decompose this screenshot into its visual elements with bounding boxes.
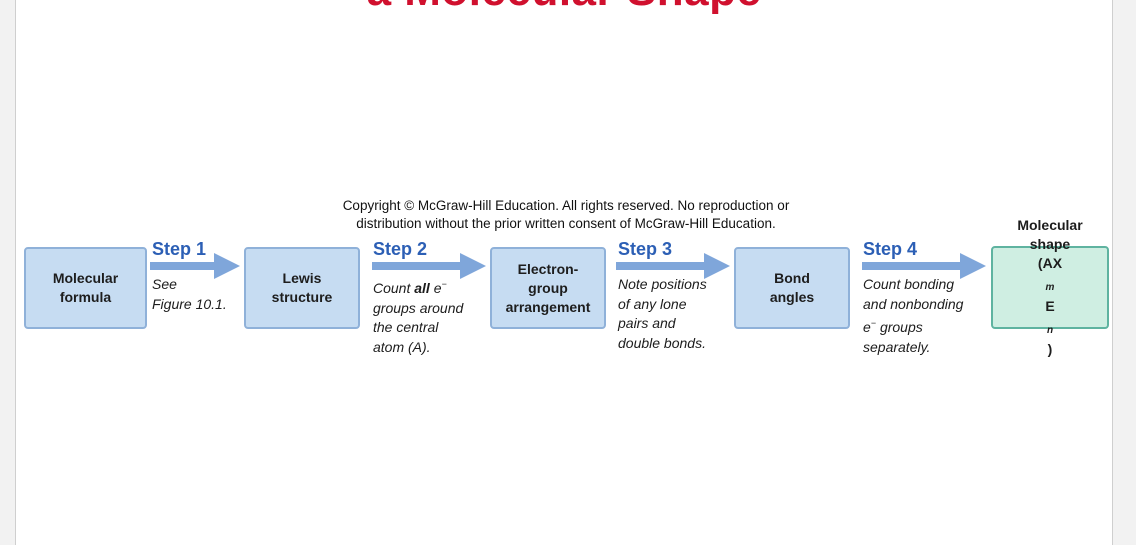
step-4-arrow <box>862 253 986 279</box>
arrow-head-icon <box>960 253 986 279</box>
copyright-line-2: distribution without the prior written c… <box>356 216 776 231</box>
step-2-arrow <box>372 253 486 279</box>
box-electron-group-arrangement: Electron- group arrangement <box>490 247 606 329</box>
box-label-line: arrangement <box>505 298 591 315</box>
slide-title: a Molecular Shape <box>16 0 1112 16</box>
box-label-line: Lewis <box>282 270 322 286</box>
note-line: e− groups <box>863 318 923 335</box>
step-1-arrow <box>150 253 240 279</box>
slide: a Molecular Shape Copyright © McGraw-Hil… <box>15 0 1113 545</box>
box-molecular-formula: Molecular formula <box>24 247 147 329</box>
note-line: the central <box>373 319 439 335</box>
arrow-head-icon <box>704 253 730 279</box>
step-3-arrow <box>616 253 730 279</box>
box-label-line: group <box>528 279 568 296</box>
note-line: Note positions <box>618 276 707 292</box>
note-line: and nonbonding <box>863 295 964 312</box>
box-label-line: Electron- <box>517 260 579 277</box>
box-lewis-structure: Lewis structure <box>244 247 360 329</box>
note-line: of any lone <box>618 295 687 312</box>
step-4-label: Step 4 <box>863 239 918 259</box>
note-line: See <box>152 276 177 292</box>
box-label-line: structure <box>271 289 333 305</box>
box-label-line: Molecular <box>1017 217 1083 233</box>
box-label-line: Molecular <box>52 270 119 286</box>
box-label-line: shape <box>1029 236 1071 252</box>
box-label-line: Bond <box>774 270 810 286</box>
box-label-line: formula <box>59 289 112 305</box>
note-line: Count bonding <box>863 276 955 292</box>
note-line: Figure 10.1. <box>152 295 227 312</box>
note-line: atom (A). <box>373 338 431 355</box>
arrow-head-icon <box>460 253 486 279</box>
emphasis-all: all <box>414 280 430 296</box>
box-bond-angles: Bond angles <box>734 247 850 329</box>
note-line: Count all e− <box>373 279 447 296</box>
step-1-note: See Figure 10.1. <box>152 275 227 314</box>
note-line: pairs and <box>618 315 676 331</box>
copyright-line-1: Copyright © McGraw-Hill Education. All r… <box>342 198 790 213</box>
box-label-line: angles <box>769 289 815 305</box>
step-3-label: Step 3 <box>618 239 673 259</box>
note-line: groups around <box>373 299 464 316</box>
step-2-label: Step 2 <box>373 239 428 259</box>
step-4-note: Count bonding and nonbonding e− groups s… <box>863 275 963 357</box>
copyright-notice: Copyright © McGraw-Hill Education. All r… <box>286 197 846 233</box>
step-2-note: Count all e− groups around the central a… <box>373 275 463 357</box>
arrow-head-icon <box>214 253 240 279</box>
note-line: double bonds. <box>618 334 706 351</box>
step-3-note: Note positions of any lone pairs and dou… <box>618 275 707 353</box>
note-line: separately. <box>863 338 931 355</box>
step-1-label: Step 1 <box>152 239 207 259</box>
